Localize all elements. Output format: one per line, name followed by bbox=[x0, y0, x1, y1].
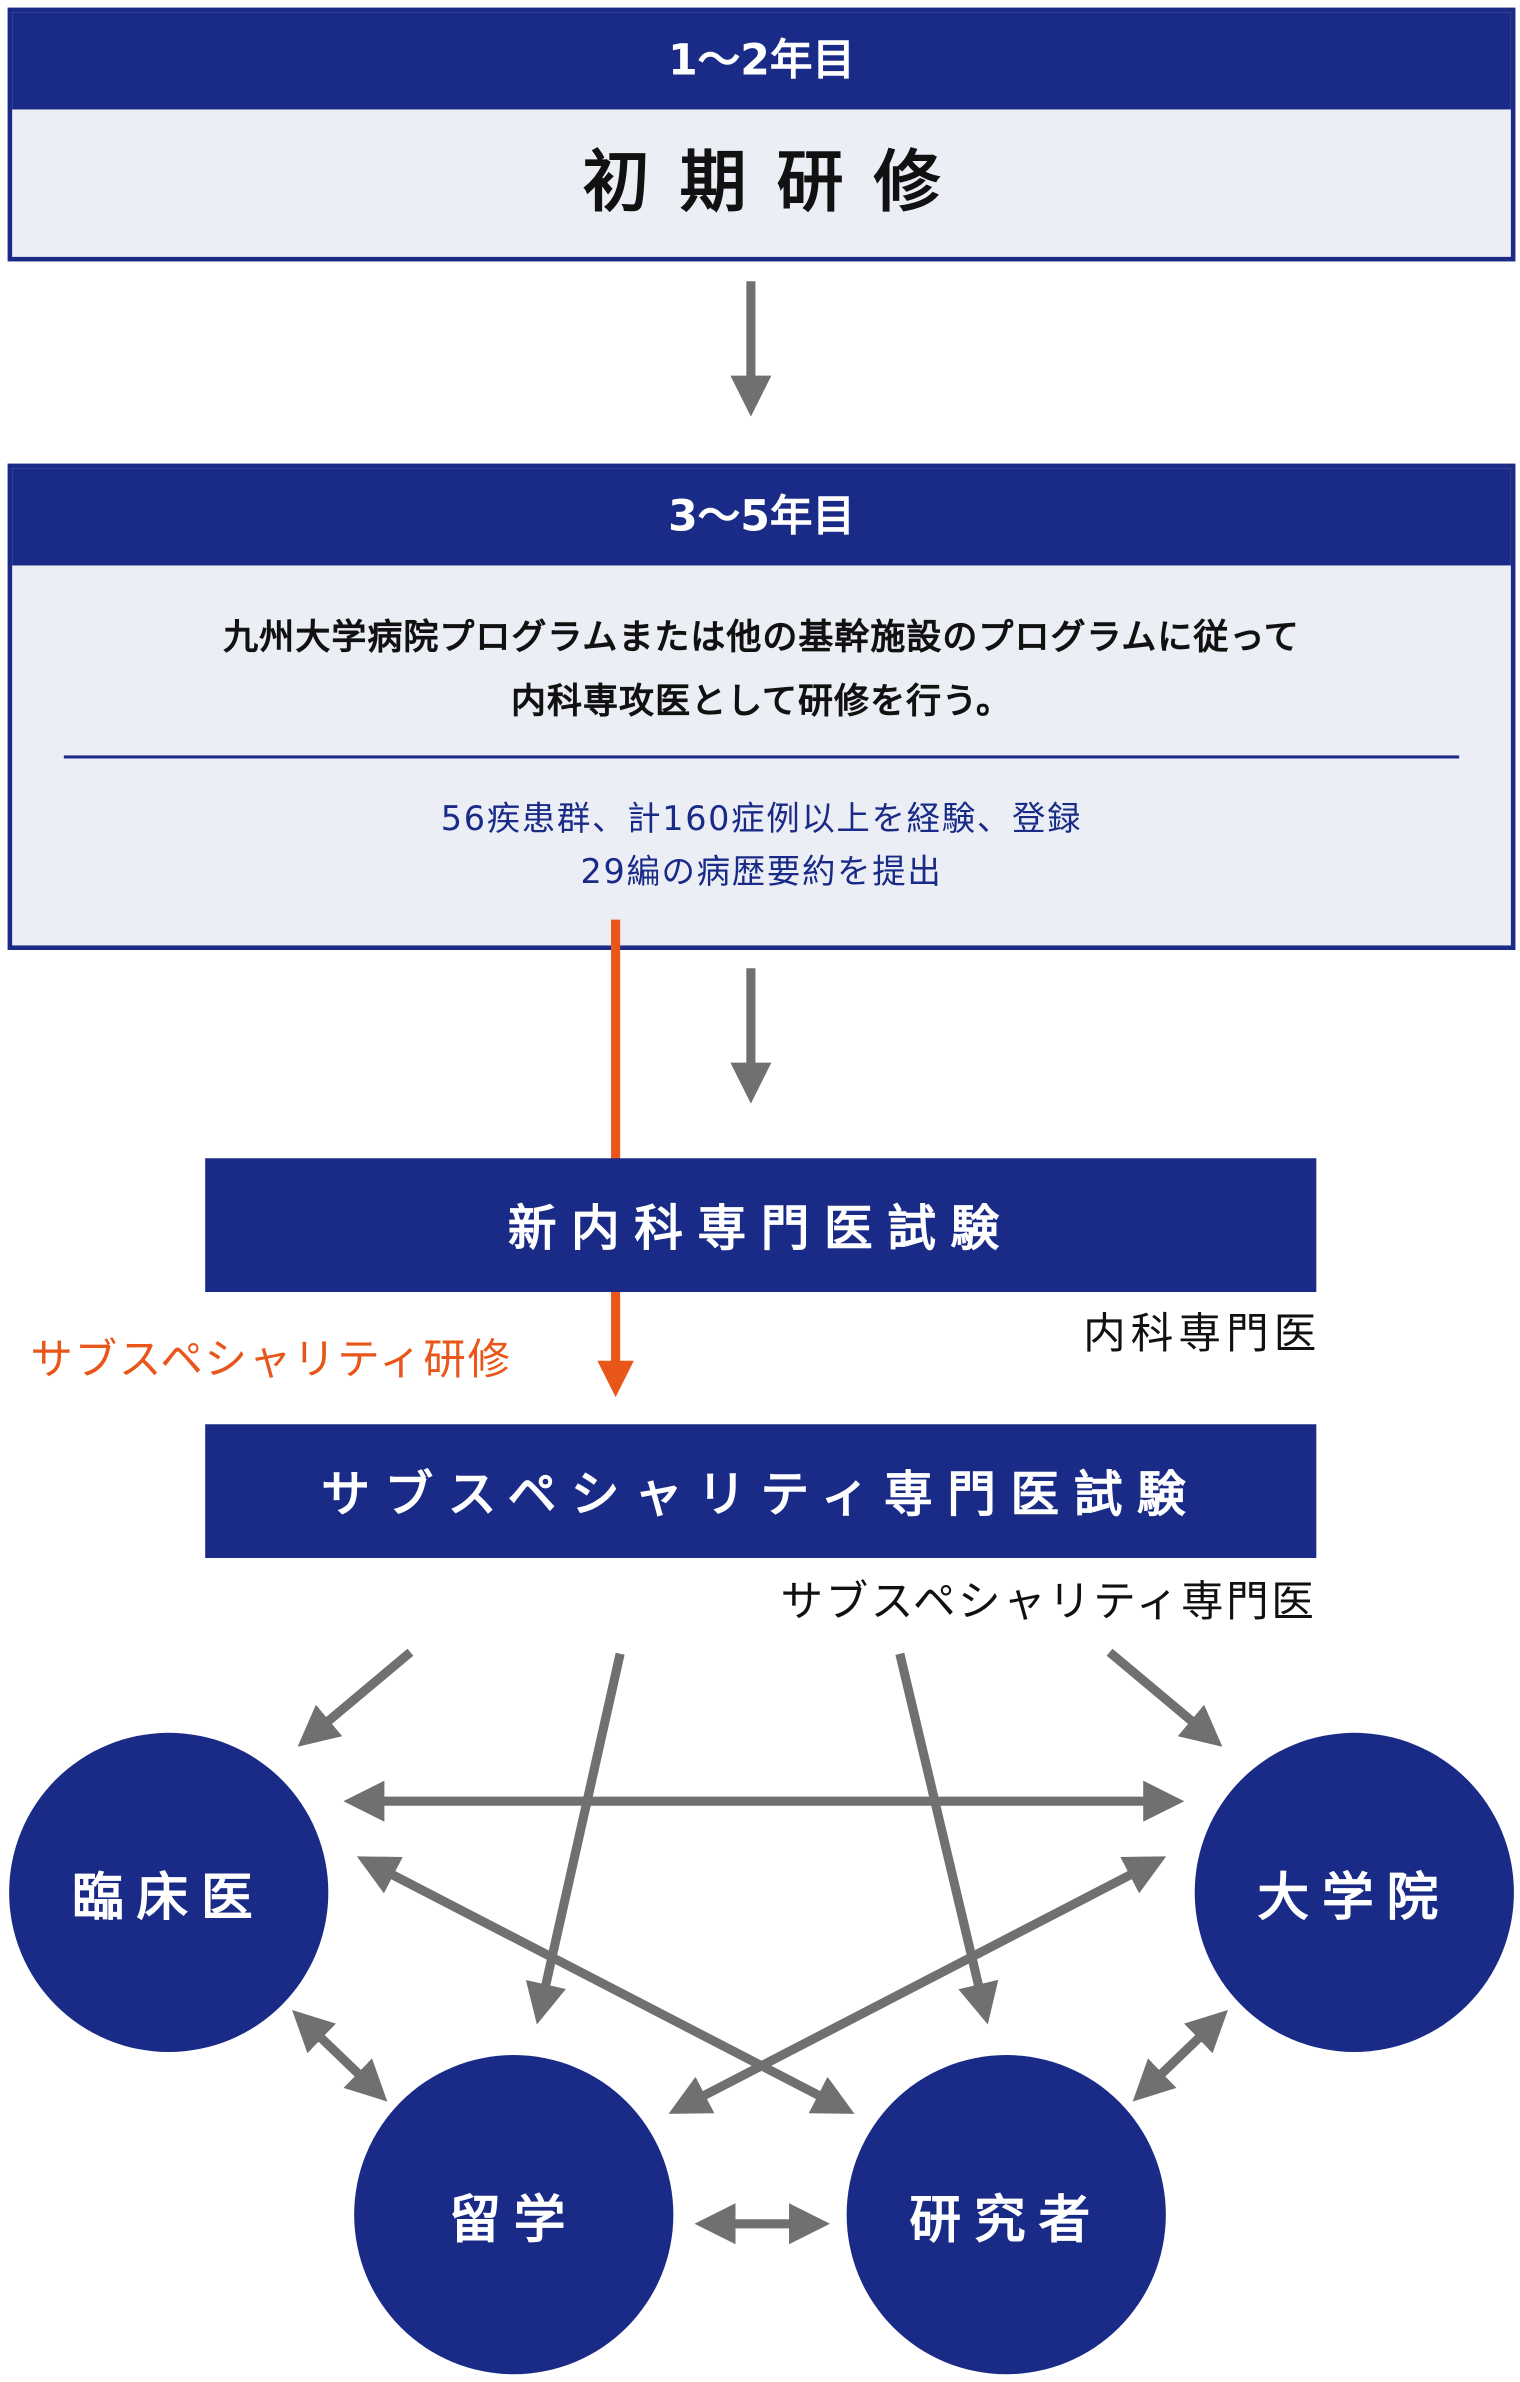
arrow-exam2-to-graduate-school bbox=[1106, 1648, 1223, 1747]
exam2-title: サブスペシャリティ専門医試験 bbox=[321, 1465, 1201, 1524]
stage2-box: 3〜5年目 九州大学病院プログラムまたは他の基幹施設のプログラムに従って 内科専… bbox=[7, 463, 1516, 950]
arrow-graduate-school-study-abroad bbox=[668, 1856, 1167, 2114]
career-graduate-school-label: 大学院 bbox=[1257, 1867, 1452, 1929]
career-study-abroad: 留学 bbox=[354, 2055, 674, 2375]
career-clinician: 臨床医 bbox=[9, 1732, 329, 2052]
stage2-description-line2: 内科専攻医として研修を行う。 bbox=[511, 682, 1013, 722]
stage2-years: 3〜5年目 bbox=[12, 468, 1511, 566]
exam1-box: 新内科専門医試験 bbox=[205, 1158, 1317, 1292]
career-graduate-school: 大学院 bbox=[1194, 1732, 1514, 2052]
career-clinician-label: 臨床医 bbox=[71, 1867, 266, 1929]
arrow-exam2-to-clinician bbox=[297, 1648, 414, 1747]
career-researcher-label: 研究者 bbox=[909, 2189, 1104, 2251]
career-researcher: 研究者 bbox=[846, 2055, 1166, 2375]
career-study-abroad-label: 留学 bbox=[449, 2189, 579, 2251]
stage1-years: 1〜2年目 bbox=[12, 12, 1511, 110]
stage2-description-line1: 九州大学病院プログラムまたは他の基幹施設のプログラムに従って bbox=[223, 618, 1300, 659]
stage2-requirement-line2: 29編の病歴要約を提出 bbox=[580, 854, 943, 893]
exam2-box: サブスペシャリティ専門医試験 bbox=[205, 1424, 1317, 1558]
exam1-result: 内科専門医 bbox=[1083, 1308, 1322, 1359]
arrow-graduate-school-researcher bbox=[1132, 2010, 1228, 2102]
stage1-box: 1〜2年目 初期研修 bbox=[7, 7, 1516, 262]
subspecialty-training-label: サブスペシャリティ研修 bbox=[30, 1334, 512, 1385]
exam1-title: 新内科専門医試験 bbox=[507, 1199, 1014, 1258]
divider bbox=[63, 755, 1460, 758]
stage1-title: 初期研修 bbox=[582, 144, 971, 222]
exam2-result: サブスペシャリティ専門医 bbox=[780, 1576, 1317, 1627]
stage2-requirement-line1: 56疾患群、計160症例以上を経験、登録 bbox=[440, 801, 1083, 840]
arrow-clinician-study-abroad bbox=[292, 2010, 388, 2102]
